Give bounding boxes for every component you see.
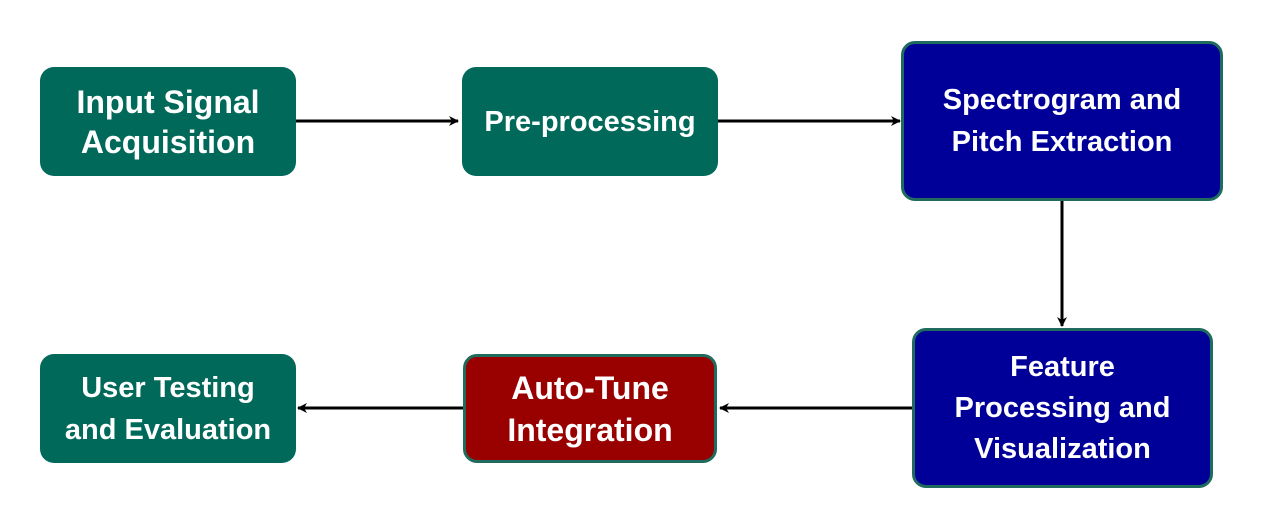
node-label: Pre-processing <box>484 105 696 138</box>
node-label: Input Signal Acquisition <box>76 83 260 160</box>
node-auto-tune-integration: Auto-Tune Integration <box>463 354 717 463</box>
node-input-signal-acquisition: Input Signal Acquisition <box>40 67 296 176</box>
node-label: Auto-Tune Integration <box>507 369 673 448</box>
node-spectrogram-pitch-extraction: Spectrogram and Pitch Extraction <box>901 41 1223 201</box>
node-label: Feature Processing and Visualization <box>954 350 1171 465</box>
node-label: Spectrogram and Pitch Extraction <box>942 84 1182 158</box>
node-pre-processing: Pre-processing <box>462 67 718 176</box>
node-user-testing-evaluation: User Testing and Evaluation <box>40 354 296 463</box>
node-feature-processing-visualization: Feature Processing and Visualization <box>912 328 1213 488</box>
node-label: User Testing and Evaluation <box>64 371 272 446</box>
